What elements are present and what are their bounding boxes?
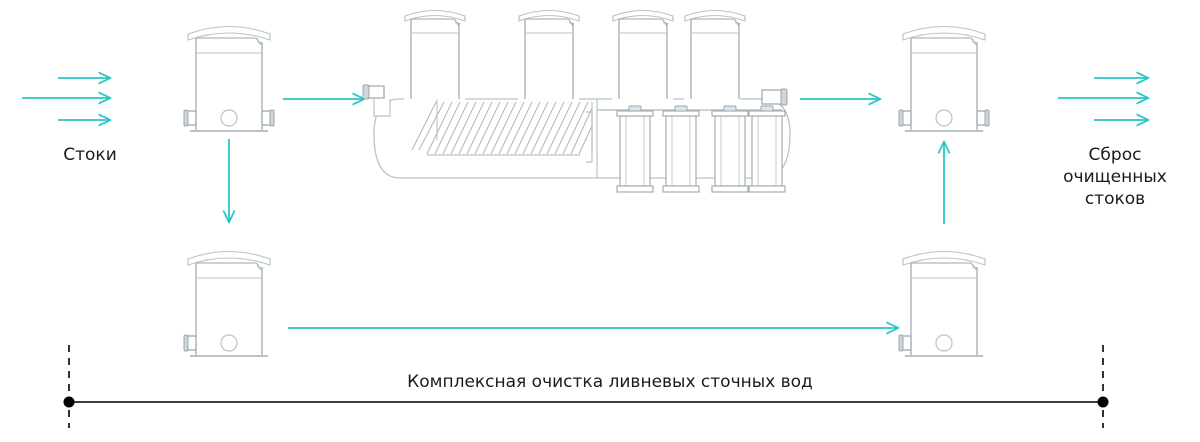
inflow-label: Стоки	[63, 145, 117, 165]
diagram-caption: Комплексная очистка ливневых сточных вод	[407, 372, 813, 392]
lamella-plate-pack	[411, 101, 593, 155]
lamella-pack-frame	[427, 102, 593, 156]
dimension-line-group	[63, 345, 1109, 428]
dimension-endpoint-left	[63, 396, 75, 408]
filter-cartridge-2	[662, 105, 700, 193]
separator-riser-1	[404, 9, 466, 114]
filter-cartridge-3	[711, 105, 749, 193]
separator-outlet-nozzle	[761, 88, 788, 106]
dimension-endpoint-right	[1097, 396, 1109, 408]
vertical-tank-bottom-right	[898, 250, 986, 357]
vertical-tank-bottom-left	[183, 250, 271, 357]
vertical-tank-top-left	[183, 25, 275, 132]
filter-cartridge-4	[748, 105, 786, 193]
horizontal-separator-tank	[362, 9, 791, 193]
vertical-tank-top-right	[898, 25, 990, 132]
separator-inlet-nozzle	[362, 84, 391, 117]
separator-riser-4	[684, 9, 746, 114]
inlet-flow-arrows	[22, 78, 110, 120]
separator-riser-3	[612, 9, 674, 114]
filter-cartridge-1	[616, 105, 654, 193]
outflow-label: Сброс очищенных стоков	[1063, 145, 1167, 209]
separator-riser-2	[518, 9, 580, 114]
outlet-flow-arrows	[1058, 78, 1148, 120]
